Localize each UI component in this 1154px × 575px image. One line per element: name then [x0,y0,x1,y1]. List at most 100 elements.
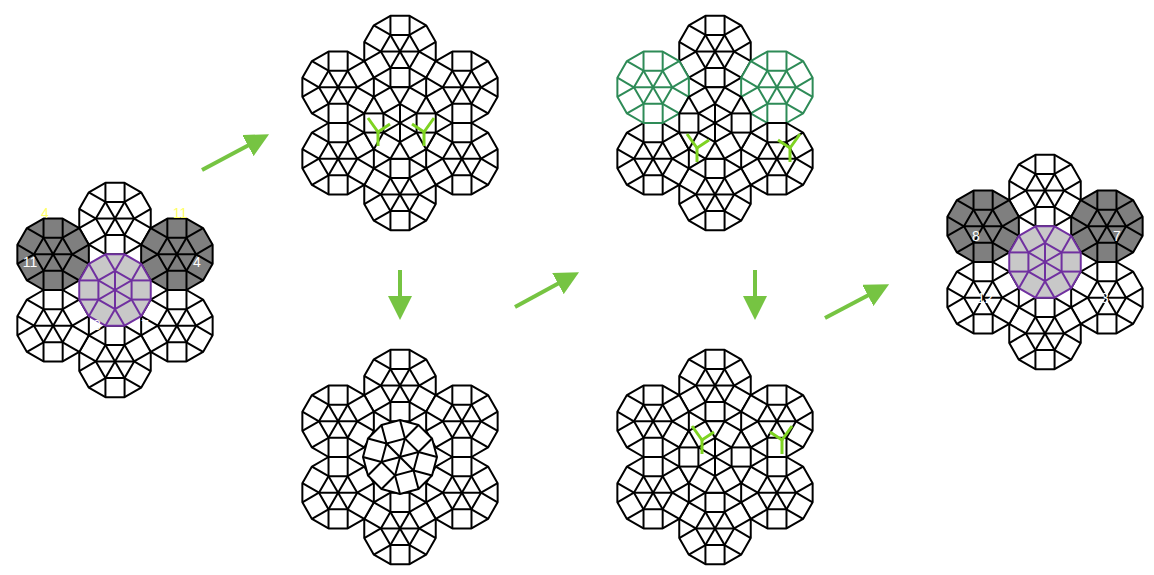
square-edge [973,191,975,210]
dodecagon-patch [302,123,373,194]
square-edge [643,52,645,71]
triangle-edge [777,71,787,88]
dodecagon-patch [364,16,435,87]
square-edge [410,168,427,178]
highlight-mark [778,134,800,148]
square-edge [704,493,706,512]
dodecagon-patch [141,290,212,361]
square-edge [141,245,158,255]
dodecagon-patch [741,457,812,528]
square-edge [725,211,742,221]
triangle-edge [338,493,348,510]
square-edge [689,467,699,484]
triangle-edge [452,159,462,176]
dodecagon-patch [1009,155,1080,226]
square-edge [410,359,427,369]
triangle-edge [1088,225,1107,227]
square-edge [186,300,203,310]
square-edge [89,335,106,345]
triangle-edge [1028,252,1045,262]
square-edge [347,104,349,123]
square-edge [417,97,427,114]
triangle-edge [634,420,653,422]
square-edge [312,467,329,477]
square-edge [348,467,365,477]
inner-hexagon [382,439,419,476]
triangle-edge [714,457,716,476]
square-edge [417,133,427,150]
square-edge [347,509,349,528]
triangle-edge [705,512,715,529]
square-edge [1054,350,1056,369]
dodecagon-patch [947,262,1018,333]
triangle-edge [177,326,187,343]
square-edge [166,271,168,290]
square-edge [347,457,349,476]
triangle-edge [167,238,177,255]
square-edge [436,395,453,405]
triangle-edge [399,104,401,123]
dodecagon-patch [426,52,497,123]
triangle-edge [1045,174,1055,191]
triangle-edge [653,71,663,88]
square-edge [471,133,488,143]
triangle-edge [462,86,481,88]
inner-hexagon [443,476,481,509]
triangle-edge [777,159,787,176]
triangle-edge [705,178,715,195]
square-edge [627,395,644,405]
square-edge [328,509,330,528]
square-edge [734,194,751,204]
square-edge [419,42,436,52]
square-edge [302,87,319,97]
square-edge [141,254,158,264]
triangle-edge [653,405,663,422]
triangle-edge [644,87,654,104]
triangle-edge [715,178,725,195]
dodecagon-patch [741,386,812,457]
square-edge [734,42,751,52]
square-edge [1035,226,1045,243]
square-edge [470,123,472,142]
triangle-edge [381,193,400,195]
square-edge [643,386,645,405]
square-edge [364,112,383,114]
triangle-edge [705,52,715,69]
triangle-edge [400,452,419,457]
square-edge [1071,226,1088,236]
square-edge [672,483,689,493]
callout-number: 8 [972,228,980,244]
square-edge [1096,314,1098,333]
square-edge [751,61,768,71]
triangle-edge [1035,317,1045,334]
square-edge [751,509,768,519]
square-edge [409,16,411,35]
triangle-edge [167,254,177,271]
square-edge [785,123,787,142]
dodecagon-outline [617,457,688,528]
triangle-edge [1045,262,1062,272]
square-edge [481,87,498,97]
square-edge [185,290,187,309]
triangle-edge [653,159,663,176]
dodecagon-patch [947,191,1018,262]
dodecagon-patch [302,386,373,457]
square-edge [734,185,751,195]
square-edge [417,132,436,134]
square-edge [89,300,99,317]
square-edge [374,402,391,412]
square-edge [734,386,751,396]
square-edge [617,87,634,97]
square-edge [679,132,698,134]
square-edge [357,149,374,159]
square-edge [166,342,168,361]
triangle-edge [462,420,481,422]
dodecagon-outline [426,386,497,457]
square-edge [481,412,498,422]
square-edge [364,528,381,538]
square-edge [62,271,64,290]
triangle-edge [1107,210,1117,227]
triangle-edge [644,476,654,493]
square-edge [426,78,443,88]
